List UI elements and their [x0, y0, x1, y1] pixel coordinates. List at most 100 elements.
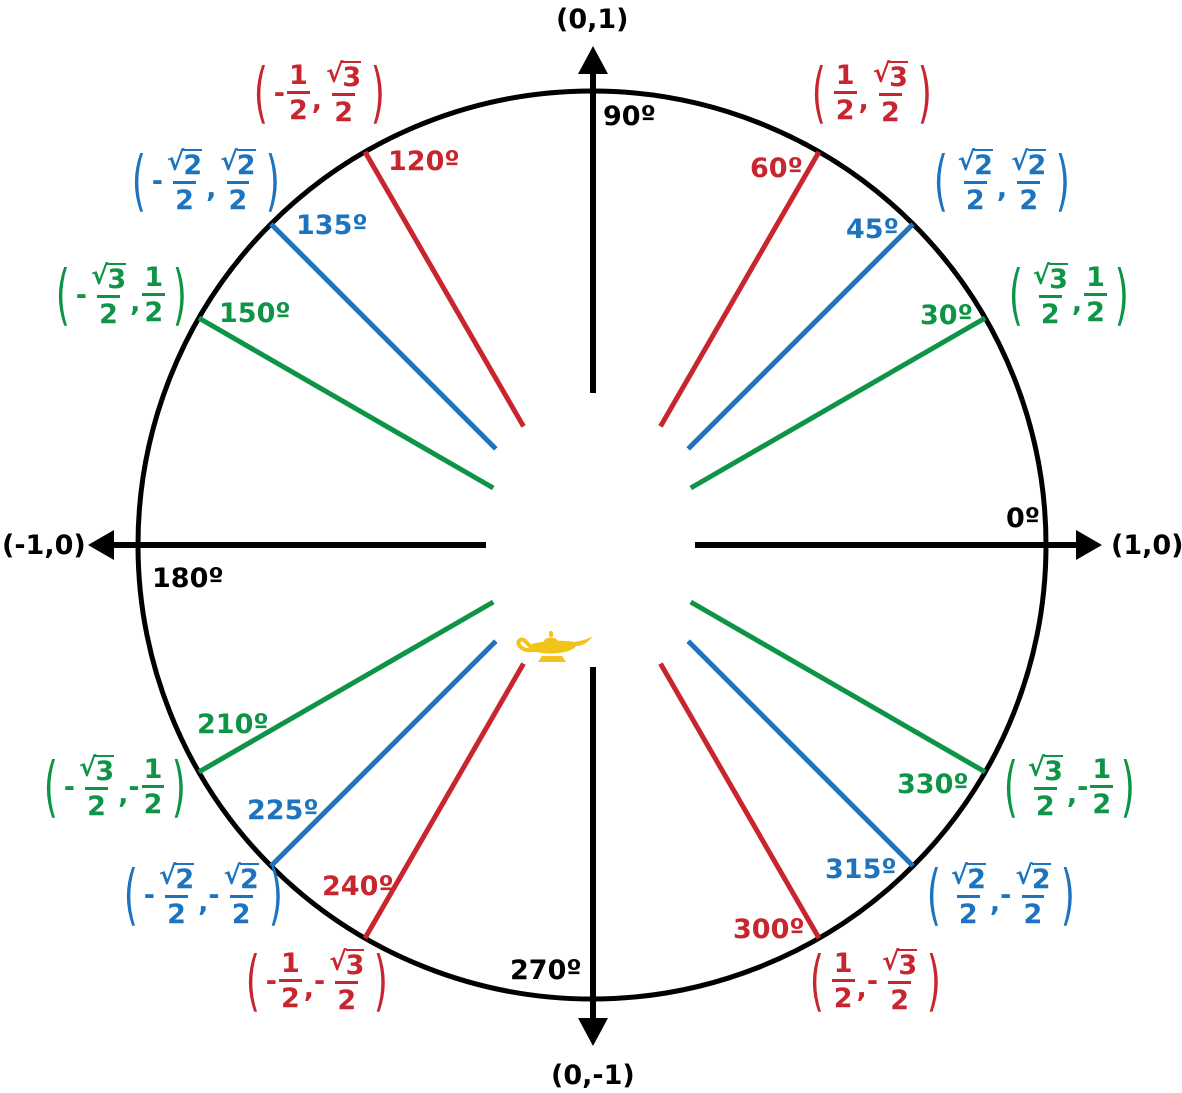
- minus-sign: -: [866, 965, 879, 997]
- denominator: 2: [173, 181, 196, 214]
- denominator: 2: [1021, 895, 1045, 928]
- minus-sign: -: [273, 77, 285, 109]
- denominator: 2: [833, 91, 857, 124]
- comma: ,: [858, 84, 869, 116]
- numerator: √2: [220, 147, 256, 181]
- right-paren: ): [374, 942, 389, 1019]
- minus-sign: -: [63, 771, 75, 803]
- numerator: √3: [90, 261, 127, 295]
- angle-label-330: 330º: [897, 769, 969, 800]
- denominator: 2: [831, 979, 855, 1012]
- denominator: 2: [1017, 181, 1041, 214]
- numerator: √2: [158, 861, 195, 895]
- numerator: 1: [833, 948, 853, 979]
- comma: ,: [989, 886, 1001, 918]
- denominator: 2: [1038, 295, 1062, 328]
- minus-sign: -: [151, 165, 163, 197]
- left-paren: (: [933, 142, 948, 219]
- right-paren: ): [172, 256, 188, 333]
- numerator: √3: [78, 753, 115, 787]
- angle-line-30: [689, 315, 987, 491]
- right-paren: ): [1056, 142, 1071, 219]
- numerator: √2: [1015, 861, 1051, 895]
- numerator: 1: [835, 60, 855, 91]
- right-paren: ): [370, 54, 386, 131]
- minus-sign: -: [265, 965, 277, 997]
- comma: ,: [198, 886, 209, 918]
- genie-lamp-icon: [516, 631, 593, 662]
- numerator: √3: [882, 947, 918, 981]
- angle-label-270: 270º: [510, 955, 582, 986]
- numerator: 1: [280, 948, 300, 979]
- angle-line-135: [269, 222, 498, 451]
- arrow-up-icon: [578, 46, 608, 74]
- comma: ,: [1066, 778, 1078, 810]
- denominator: 2: [335, 981, 359, 1014]
- comma: ,: [130, 286, 141, 318]
- right-paren: ): [265, 142, 280, 219]
- left-paren: (: [1003, 748, 1018, 825]
- left-paren: (: [926, 856, 941, 933]
- minus-sign: -: [75, 279, 87, 311]
- axis-label-top: (0,1): [556, 4, 629, 35]
- left-paren: (: [131, 142, 146, 219]
- angle-label-225: 225º: [247, 795, 319, 826]
- numerator: √3: [1027, 753, 1063, 787]
- angle-label-300: 300º: [733, 914, 805, 945]
- angle-label-0: 0º: [1006, 503, 1041, 534]
- right-paren: ): [917, 54, 932, 131]
- minus-sign: -: [143, 879, 155, 911]
- numerator: √3: [1032, 261, 1068, 295]
- angle-line-240: [362, 662, 526, 940]
- angle-label-120: 120º: [388, 146, 460, 177]
- angle-label-45: 45º: [846, 214, 899, 245]
- denominator: 2: [142, 293, 166, 326]
- arrow-right-icon: [1076, 530, 1102, 560]
- numerator: √2: [950, 861, 986, 895]
- comma: ,: [996, 172, 1008, 204]
- denominator: 2: [97, 295, 120, 328]
- minus-sign: -: [208, 879, 220, 911]
- numerator: 1: [144, 262, 164, 293]
- angle-line-330: [689, 599, 987, 775]
- numerator: √2: [957, 147, 993, 181]
- minus-sign: -: [128, 771, 140, 803]
- denominator: 2: [226, 181, 250, 214]
- numerator: 1: [1086, 262, 1105, 293]
- comma: ,: [1071, 286, 1083, 318]
- left-paren: (: [809, 942, 824, 1019]
- angle-line-300: [658, 662, 822, 940]
- left-paren: (: [43, 748, 58, 825]
- right-paren: ): [268, 856, 283, 933]
- comma: ,: [311, 84, 323, 116]
- axis-label-right: (1,0): [1111, 530, 1182, 561]
- numerator: √2: [223, 861, 259, 895]
- denominator: 2: [286, 91, 310, 124]
- numerator: 1: [288, 60, 308, 91]
- denominator: 2: [229, 895, 253, 928]
- denominator: 2: [165, 895, 188, 928]
- angle-line-120: [362, 150, 526, 428]
